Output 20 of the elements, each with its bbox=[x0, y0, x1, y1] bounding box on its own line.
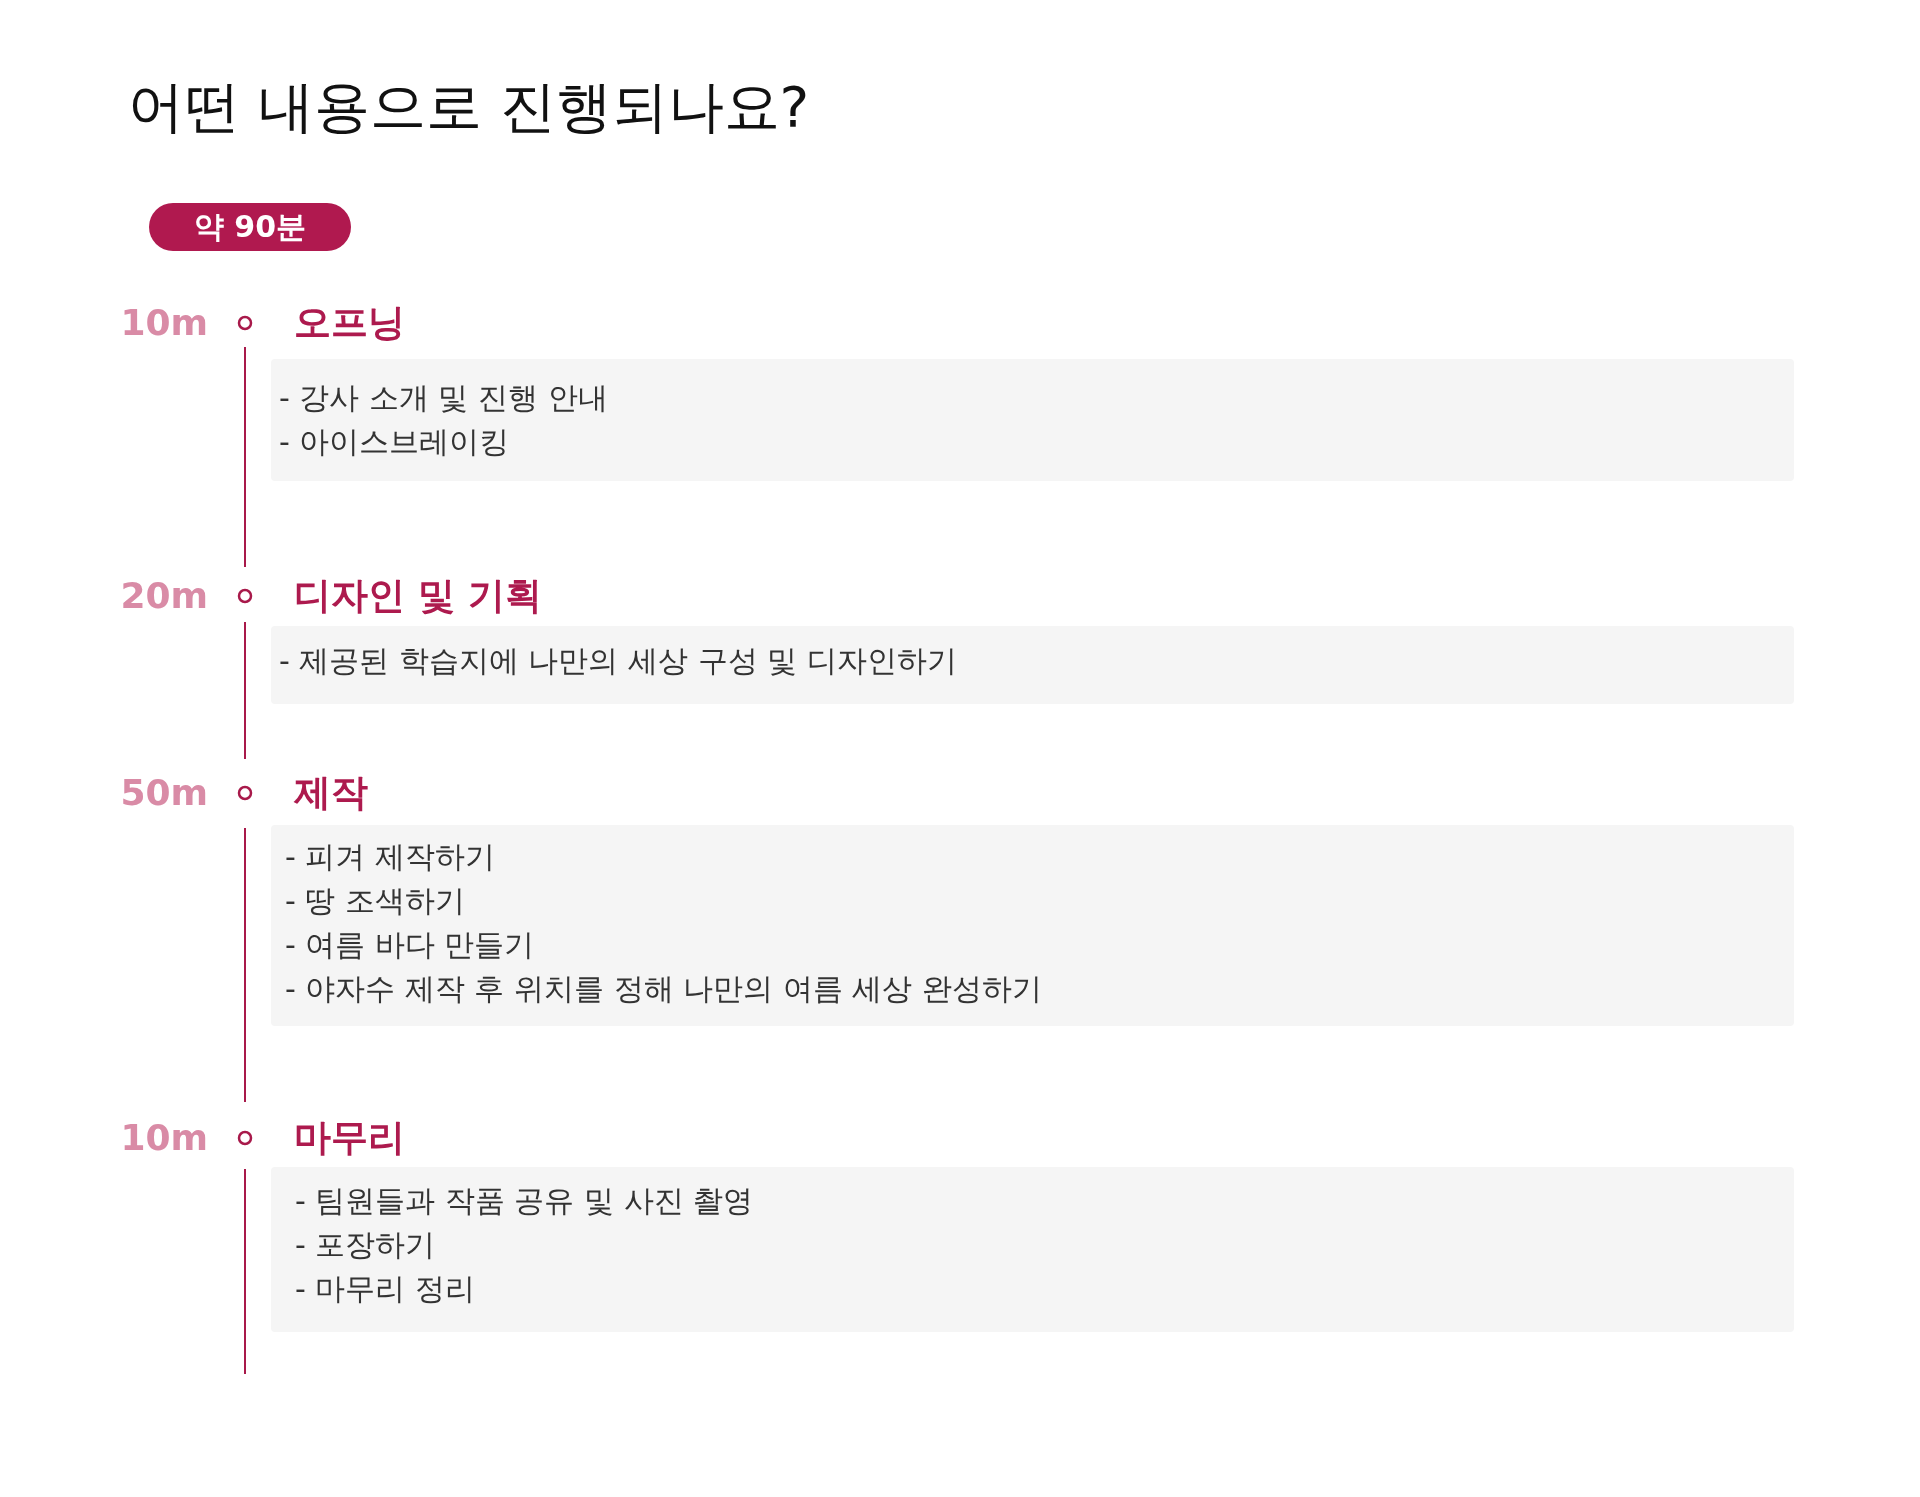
duration-label: 10m bbox=[120, 1116, 208, 1160]
bullet-item: - 땅 조색하기 bbox=[285, 882, 465, 920]
bullet-item: - 강사 소개 및 진행 안내 bbox=[279, 379, 608, 417]
section-heading: 오프닝 bbox=[294, 300, 405, 346]
bullet-item: - 여름 바다 만들기 bbox=[285, 926, 535, 964]
time-tag: 약 90분 bbox=[149, 203, 351, 251]
duration-label: 20m bbox=[120, 574, 208, 618]
bullet-item: - 아이스브레이킹 bbox=[279, 423, 510, 461]
bullet-item: - 야자수 제작 후 위치를 정해 나만의 여름 세상 완성하기 bbox=[285, 970, 1042, 1008]
section-heading: 제작 bbox=[294, 770, 368, 816]
section-heading: 디자인 및 기획 bbox=[294, 573, 542, 619]
duration-label: 10m bbox=[120, 301, 208, 345]
section-heading: 마무리 bbox=[294, 1115, 405, 1161]
bullet-item: - 포장하기 bbox=[295, 1226, 436, 1264]
page-title: 어떤 내용으로 진행되나요? bbox=[128, 73, 810, 141]
bullet-item: - 마무리 정리 bbox=[295, 1270, 475, 1308]
bullet-item: - 팀원들과 작품 공유 및 사진 촬영 bbox=[295, 1182, 754, 1220]
bullet-item: - 피겨 제작하기 bbox=[285, 838, 495, 876]
bullet-item: - 제공된 학습지에 나만의 세상 구성 및 디자인하기 bbox=[279, 642, 957, 680]
duration-label: 50m bbox=[120, 771, 208, 815]
